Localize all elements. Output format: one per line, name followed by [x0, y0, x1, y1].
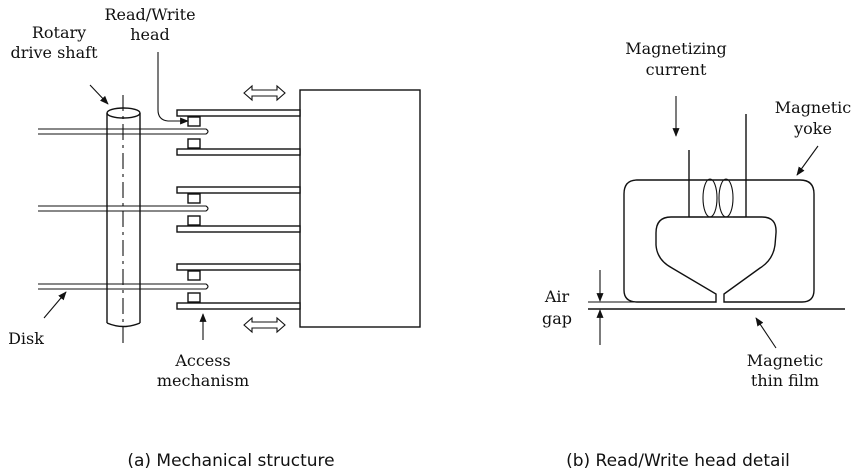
label-access: Access	[174, 351, 230, 370]
arm-3-top	[176, 263, 301, 271]
read-write-head-6	[187, 292, 201, 303]
air-gap-dimension	[588, 270, 716, 345]
label-thin-film: thin film	[751, 371, 819, 390]
disk-platters	[38, 128, 209, 290]
read-write-head-4	[187, 215, 201, 226]
disk-pointer	[43, 291, 67, 319]
film-pointer	[755, 317, 777, 349]
caption-read-write-head-detail: (b) Read/Write head detail	[566, 451, 790, 471]
label-drive-shaft: drive shaft	[10, 43, 98, 62]
disk-platter-3-right	[140, 283, 209, 290]
arm-2-bottom	[176, 225, 301, 233]
label-magnetic-yoke-2: yoke	[793, 119, 832, 138]
label-magnetic-film-1: Magnetic	[747, 351, 823, 370]
yoke-pointer	[796, 145, 819, 176]
motion-arrow-bottom	[243, 316, 286, 334]
arm-1-top	[176, 109, 301, 117]
access-mechanism-block	[299, 89, 421, 328]
label-read-write: Read/Write	[104, 5, 195, 24]
arm-2-top	[176, 186, 301, 194]
shaft-pointer	[89, 84, 109, 105]
motion-arrow-top	[243, 84, 286, 102]
panel-mechanical-structure: Rotary drive shaft Read/Write head Disk …	[8, 5, 421, 471]
panel-read-write-head-detail: Magnetizing current Magnetic yoke Air ga…	[542, 39, 851, 471]
disk-platter-1-right	[140, 128, 209, 135]
rotary-drive-shaft	[106, 95, 141, 348]
read-write-head-5	[187, 270, 201, 281]
label-current: current	[646, 60, 707, 79]
label-rotary: Rotary	[32, 23, 86, 42]
coil-windings	[689, 178, 746, 218]
magnetic-yoke	[623, 179, 815, 303]
label-air: Air	[544, 287, 570, 306]
read-write-head-2	[187, 138, 201, 149]
label-magnetizing: Magnetizing	[625, 39, 727, 58]
label-magnetic-yoke-1: Magnetic	[775, 98, 851, 117]
arm-3-bottom	[176, 302, 301, 310]
read-write-head-3	[187, 193, 201, 204]
arm-1-bottom	[176, 148, 301, 156]
head-pointer	[157, 52, 189, 125]
label-disk: Disk	[8, 329, 44, 348]
read-write-head-1	[187, 116, 201, 127]
disk-platter-2-right	[140, 205, 209, 212]
label-gap: gap	[542, 309, 572, 328]
label-mechanism: mechanism	[157, 371, 249, 390]
label-head: head	[130, 25, 170, 44]
caption-mechanical-structure: (a) Mechanical structure	[127, 451, 334, 471]
access-arms	[176, 109, 301, 310]
